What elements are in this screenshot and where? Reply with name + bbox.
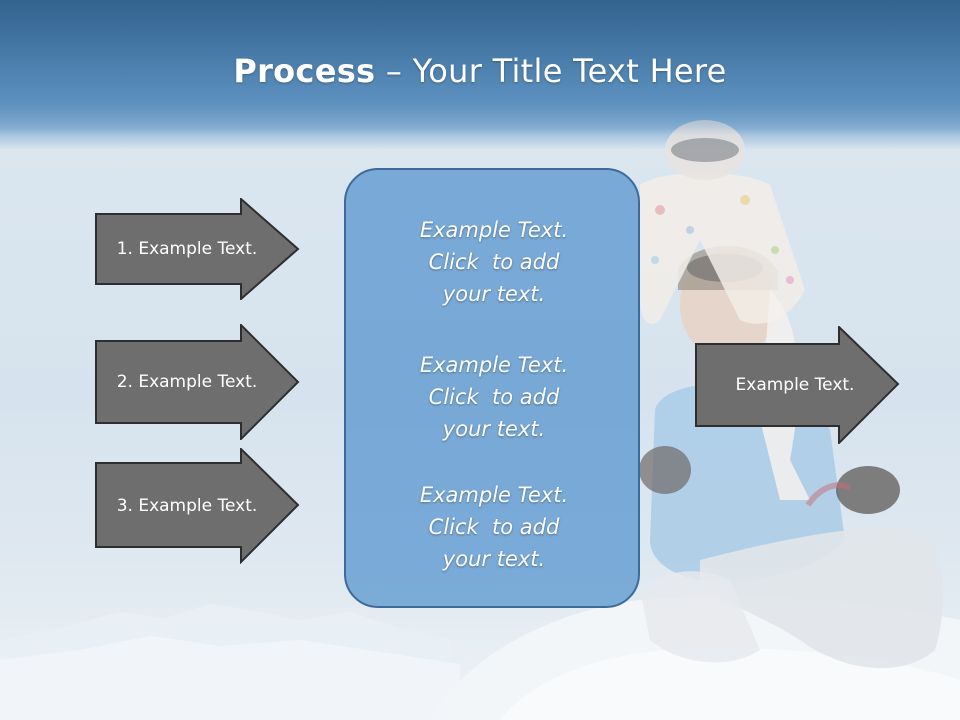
center-text-block-1[interactable]: Example Text. Click to add your text.: [346, 214, 642, 310]
block-line: Example Text.: [419, 353, 569, 377]
arrow-shape: [95, 324, 300, 440]
slide-title[interactable]: Process – Your Title Text Here: [0, 52, 960, 90]
center-text-block-2[interactable]: Example Text. Click to add your text.: [346, 349, 642, 445]
process-arrow-3[interactable]: 3. Example Text.: [95, 448, 300, 564]
arrow-label: Example Text.: [735, 375, 855, 395]
arrow-label: 2. Example Text.: [116, 372, 258, 392]
block-line: Click to add: [428, 385, 560, 409]
header-band: [0, 0, 960, 135]
arrow-label: 1. Example Text.: [116, 239, 258, 259]
title-rest: – Your Title Text Here: [375, 52, 727, 90]
block-line: Click to add: [428, 515, 560, 539]
title-bold: Process: [233, 52, 376, 90]
block-line: Example Text.: [419, 218, 569, 242]
arrow-shape: [695, 326, 900, 444]
arrow-shape: [95, 448, 300, 564]
block-line: your text.: [442, 417, 546, 441]
block-line: Example Text.: [419, 483, 569, 507]
output-arrow[interactable]: Example Text.: [695, 326, 900, 444]
process-arrow-1[interactable]: 1. Example Text.: [95, 198, 300, 300]
arrow-shape: [95, 198, 300, 300]
block-line: your text.: [442, 547, 546, 571]
process-arrow-2[interactable]: 2. Example Text.: [95, 324, 300, 440]
block-line: Click to add: [428, 250, 560, 274]
arrow-label: 3. Example Text.: [116, 496, 258, 516]
center-text-box[interactable]: Example Text. Click to add your text. Ex…: [344, 168, 640, 608]
center-text-block-3[interactable]: Example Text. Click to add your text.: [346, 479, 642, 575]
block-line: your text.: [442, 282, 546, 306]
